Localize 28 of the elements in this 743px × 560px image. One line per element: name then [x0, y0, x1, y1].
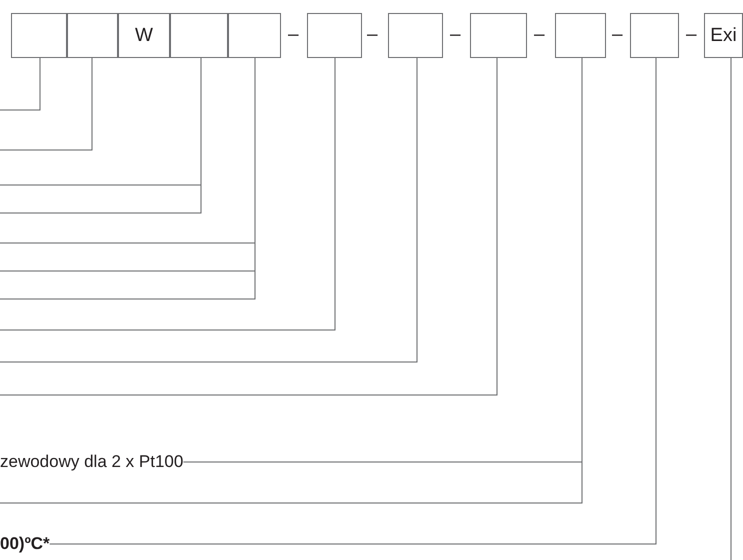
code-box	[307, 13, 362, 58]
code-box	[170, 13, 228, 58]
leader-line	[0, 58, 336, 330]
code-box: W	[118, 13, 170, 58]
code-box	[67, 13, 118, 58]
separator-dash: –	[534, 24, 545, 46]
leader-line	[49, 58, 656, 544]
code-box	[228, 13, 281, 58]
leader-line	[0, 58, 92, 150]
separator-dash: –	[450, 24, 461, 46]
leader-line	[0, 58, 40, 110]
separator-dash: –	[288, 24, 299, 46]
leader-line	[0, 58, 582, 504]
code-box	[11, 13, 67, 58]
option-text: 00)ºC*	[0, 534, 50, 554]
separator-dash: –	[612, 24, 623, 46]
code-box	[388, 13, 443, 58]
code-box	[470, 13, 527, 58]
code-box	[630, 13, 679, 58]
leader-line	[730, 58, 732, 560]
leader-line	[0, 58, 498, 396]
leader-line	[0, 58, 202, 214]
separator-dash: –	[367, 24, 378, 46]
separator-dash: –	[686, 24, 697, 46]
leader-line	[0, 58, 418, 362]
option-text: zewodowy dla 2 x Pt100	[0, 452, 184, 472]
code-box	[555, 13, 606, 58]
code-box: Exi	[704, 13, 743, 58]
